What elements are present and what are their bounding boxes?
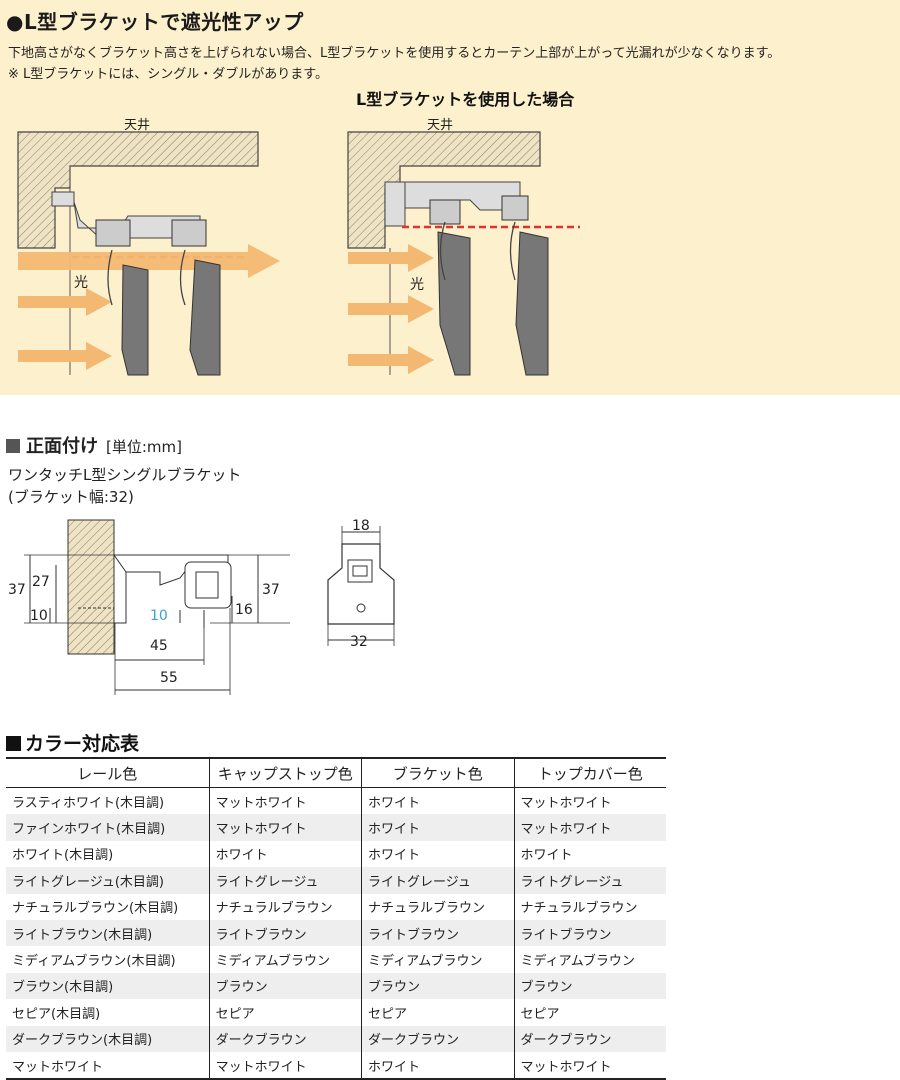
ceiling-label-right: 天井 [427,118,454,133]
bracket-front-drawing [327,526,395,646]
table-row: ホワイト(木目調)ホワイトホワイトホワイト [6,840,666,868]
color-table: レール色 キャップストップ色 ブラケット色 トップカバー色 ラスティホワイト(木… [6,757,666,1080]
dim-37-right: 37 [262,582,280,598]
table-cell: ホワイト(木目調) [12,848,114,864]
dim-32: 32 [350,634,368,650]
dim-10-left: 10 [30,608,48,624]
table-cell: ホワイト [361,1051,515,1080]
table-cell: セピア [208,999,362,1026]
table-cell: ナチュラルブラウン [513,893,666,920]
diagram-l-bracket [347,131,580,376]
column-header: キャップストップ色 [208,757,362,788]
diagram-subheading: L型ブラケットを使用した場合 [356,90,575,109]
column-header: ブラケット色 [361,757,515,788]
table-cell: マットホワイト [208,814,362,841]
bracket-side-drawing [24,519,290,695]
table-cell: セピア [361,999,515,1026]
table-cell: ラスティホワイト(木目調) [12,795,165,811]
table-cell: ライトグレージュ [208,867,362,894]
table-cell: セピア [513,999,666,1026]
dim-27: 27 [32,574,50,590]
light-label-left: 光 [74,275,88,291]
diagram-standard-bracket [17,131,280,376]
column-header: トップカバー色 [513,757,666,788]
table-cell: マットホワイト [513,814,666,841]
note-text: ※ L型ブラケットには、シングル・ダブルがあります。 [8,67,328,82]
table-cell: マットホワイト [6,1051,210,1080]
ceiling-label-left: 天井 [124,118,151,133]
table-cell: ナチュラルブラウン [208,893,362,920]
square-bullet-icon [6,439,20,453]
dim-55: 55 [160,670,178,686]
table-cell: マットホワイト [208,1051,362,1080]
description-text: 下地高さがなくブラケット高さを上げられない場合、L型ブラケットを使用するとカーテ… [8,46,781,61]
table-cell: ホワイト [361,840,515,868]
table-cell: ミディアムブラウン [208,946,362,973]
table-cell: セピア(木目調) [12,1006,101,1022]
table-row: マットホワイトマットホワイトホワイトマットホワイト [6,1051,666,1080]
table-cell: ミディアムブラウン [513,946,666,973]
table-row: ブラウン(木目調)ブラウンブラウンブラウン [6,972,666,1000]
table-cell: マットホワイト [513,1051,666,1080]
table-header-row: レール色 キャップストップ色 ブラケット色 トップカバー色 [6,757,666,788]
square-bullet-icon [6,736,21,751]
table-cell: ファインホワイト(木目調) [6,814,210,841]
table-cell: ミディアムブラウン(木目調) [12,954,176,970]
table-cell: マットホワイト [513,787,666,815]
table-row: ファインホワイト(木目調)マットホワイトホワイトマットホワイト [6,814,666,841]
dim-45: 45 [150,638,168,654]
table-cell: ナチュラルブラウン(木目調) [12,901,179,917]
table-cell: ブラウン [513,972,666,1000]
table-cell: ダークブラウン [513,1025,666,1052]
dim-10-blue: 10 [150,608,168,624]
product-width-note: (ブラケット幅:32) [8,488,134,506]
table-cell: ライトグレージュ(木目調) [6,867,210,894]
table-cell: マットホワイト [208,787,362,815]
table-cell: ダークブラウン [361,1025,515,1052]
table-cell: ダークブラウン(木目調) [6,1025,210,1052]
table-row: セピア(木目調)セピアセピアセピア [6,999,666,1026]
table-row: ライトグレージュ(木目調)ライトグレージュライトグレージュライトグレージュ [6,867,666,894]
table-row: ナチュラルブラウン(木目調)ナチュラルブラウンナチュラルブラウンナチュラルブラウ… [6,893,666,920]
table-cell: ホワイト [513,840,666,868]
table-cell: ライトブラウン(木目調) [6,919,210,947]
table-cell: ミディアムブラウン [361,946,515,973]
dim-16: 16 [235,602,253,618]
table-cell: ライトブラウン [208,919,362,947]
table-cell: ライトグレージュ [361,867,515,894]
table-row: ダークブラウン(木目調)ダークブラウンダークブラウンダークブラウン [6,1025,666,1052]
table-row: ラスティホワイト(木目調) マットホワイトホワイトマットホワイト [6,787,666,815]
section-title-l-bracket: ●L型ブラケットで遮光性アップ [6,10,304,34]
table-cell: ブラウン [361,972,515,1000]
table-cell: ブラウン [208,972,362,1000]
table-cell: ブラウン(木目調) [6,972,210,1000]
table-cell: ホワイト [361,787,515,815]
table-cell: ライトブラウン [361,919,515,947]
table-row: ミディアムブラウン(木目調)ミディアムブラウンミディアムブラウンミディアムブラウ… [6,946,666,973]
table-cell: ダークブラウン [208,1025,362,1052]
front-mount-heading: 正面付け[単位:mm] [6,432,182,458]
table-cell: ホワイト [208,840,362,868]
dim-18: 18 [352,518,370,534]
table-cell: ホワイト [361,814,515,841]
table-row: ライトブラウン(木目調)ライトブラウンライトブラウンライトブラウン [6,919,666,947]
column-header: レール色 [6,757,210,788]
dim-37-left: 37 [8,582,26,598]
product-name: ワンタッチL型シングルブラケット [8,466,242,484]
light-label-right: 光 [410,277,424,293]
table-cell: ライトグレージュ [513,867,666,894]
table-cell: ナチュラルブラウン [361,893,515,920]
color-table-heading: カラー対応表 [6,729,139,756]
table-cell: ライトブラウン [513,919,666,947]
